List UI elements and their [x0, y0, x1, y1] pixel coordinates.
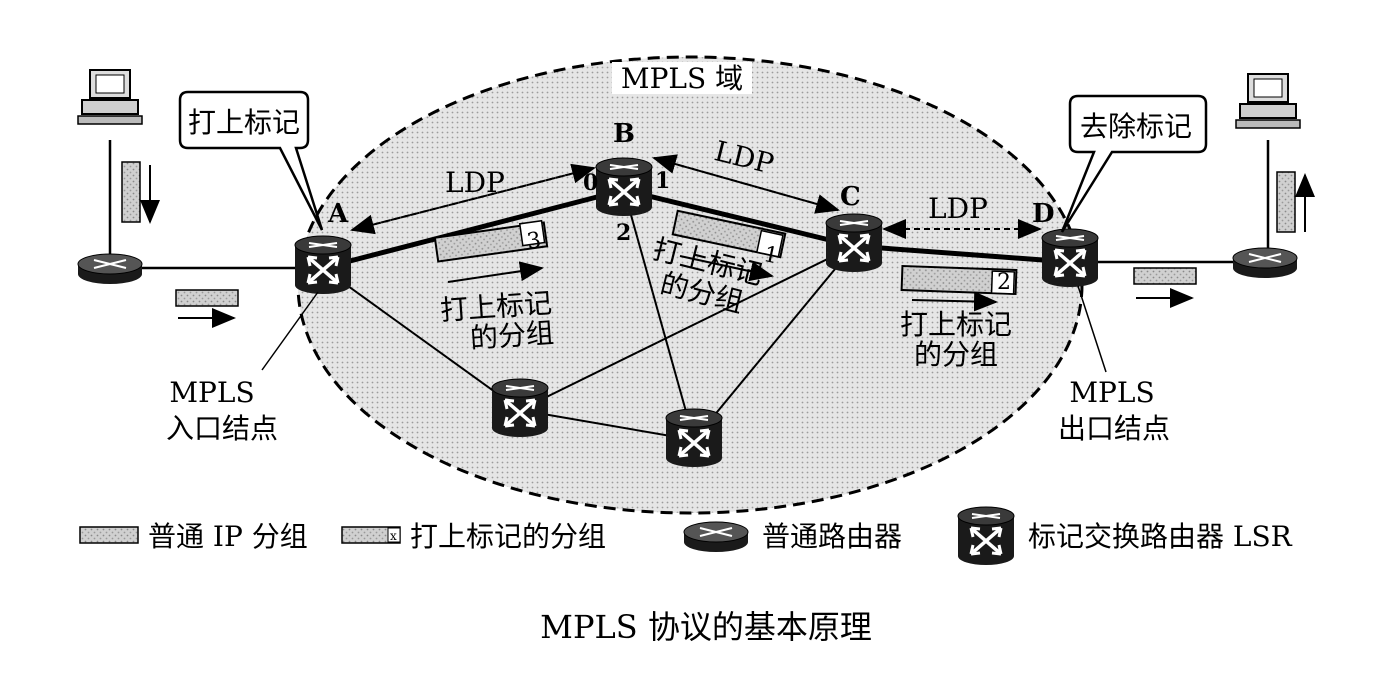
- link-b-c: [623, 187, 855, 249]
- ip-packet-ingress: [175, 289, 239, 307]
- legend-labeled-symbol: x: [390, 529, 397, 543]
- ip-packet-egress: [1133, 267, 1197, 285]
- node-label-a: A: [327, 199, 349, 229]
- node-label-d: D: [1032, 199, 1055, 229]
- packet-caption-2-line1: 打上标记: [900, 308, 1012, 341]
- labeled-packet-2: [900, 264, 1018, 296]
- labeled-packet-3-arrow: [447, 261, 544, 283]
- domain-label: MPLS 域: [621, 62, 743, 95]
- link-a-e: [322, 267, 521, 411]
- push-label-text: 打上标记: [188, 106, 300, 139]
- ingress-label-line2: 入口结点: [166, 412, 278, 445]
- lsr-b-icon: [594, 156, 654, 218]
- egress-host-router-icon: [1232, 247, 1298, 279]
- ingress-label-line1: MPLS: [169, 376, 254, 409]
- node-label-c: C: [840, 182, 861, 212]
- labeled-packet-3: [433, 219, 549, 263]
- lsr-a-icon: [293, 234, 353, 296]
- ldp-arrow-b-c-2: [652, 154, 839, 211]
- legend-lsr-label: 标记交换路由器 LSR: [1028, 520, 1293, 553]
- link-c-d: [853, 243, 1071, 265]
- lsr-c-icon: [824, 212, 884, 274]
- port-label-b2: 2: [616, 220, 631, 246]
- link-b-f: [623, 189, 695, 441]
- packet-caption-3-line2: 的分组: [469, 316, 555, 355]
- ip-packet-down: [121, 161, 141, 223]
- packet-caption-3-line1: 打上标记: [439, 286, 553, 327]
- push-label-callout: [178, 90, 324, 231]
- ingress-pointer: [261, 291, 319, 371]
- ip-packet-up: [1276, 171, 1296, 233]
- link-e-f: [519, 409, 695, 441]
- legend-labeled-packet-label: 打上标记的分组: [410, 520, 606, 553]
- label-value-2: 2: [997, 270, 1011, 295]
- figure-caption: MPLS 协议的基本原理: [540, 608, 872, 646]
- egress-label-line2: 出口结点: [1058, 412, 1170, 445]
- ingress-host-router-icon: [77, 253, 143, 285]
- legend-ip-packet-label: 普通 IP 分组: [148, 520, 308, 553]
- legend-router-icon: [683, 521, 749, 553]
- source-computer-icon: [77, 69, 143, 125]
- ldp-arrow-a-b-2: [350, 167, 595, 235]
- node-label-b: B: [613, 119, 635, 149]
- legend-router-label: 普通路由器: [762, 520, 902, 553]
- legend: 普通 IP 分组 x 打上标记的分组 普通路由器 标记交换路由器 LSR: [79, 505, 1293, 567]
- legend-lsr-icon: [956, 505, 1016, 567]
- packet-caption-2-line2: 的分组: [914, 338, 998, 371]
- pop-label-text: 去除标记: [1080, 110, 1192, 143]
- ldp-label-ab: LDP: [445, 166, 505, 199]
- link-f-c: [693, 245, 855, 441]
- link-e-c: [519, 245, 855, 411]
- port-label-b0: 0: [583, 170, 598, 196]
- egress-pointer: [1077, 285, 1107, 373]
- pop-label-callout: [1060, 94, 1208, 233]
- destination-computer-icon: [1235, 73, 1301, 129]
- lsr-f-icon: [664, 407, 724, 469]
- label-value-3: 3: [525, 228, 542, 255]
- labeled-packet-1: [671, 209, 787, 259]
- lsr-e-icon: [490, 377, 550, 439]
- ldp-label-cd: LDP: [928, 192, 988, 225]
- ldp-sessions: [350, 154, 1042, 239]
- link-a-b: [322, 187, 625, 271]
- labeled-packet-2-arrow: [911, 291, 998, 312]
- port-label-b1: 1: [655, 168, 670, 194]
- lsr-d-icon: [1040, 227, 1100, 289]
- legend-ip-packet-swatch: [79, 526, 139, 544]
- links: [108, 140, 1270, 441]
- egress-label-line1: MPLS: [1069, 376, 1154, 409]
- labeled-packet-1-arrow: [679, 255, 774, 282]
